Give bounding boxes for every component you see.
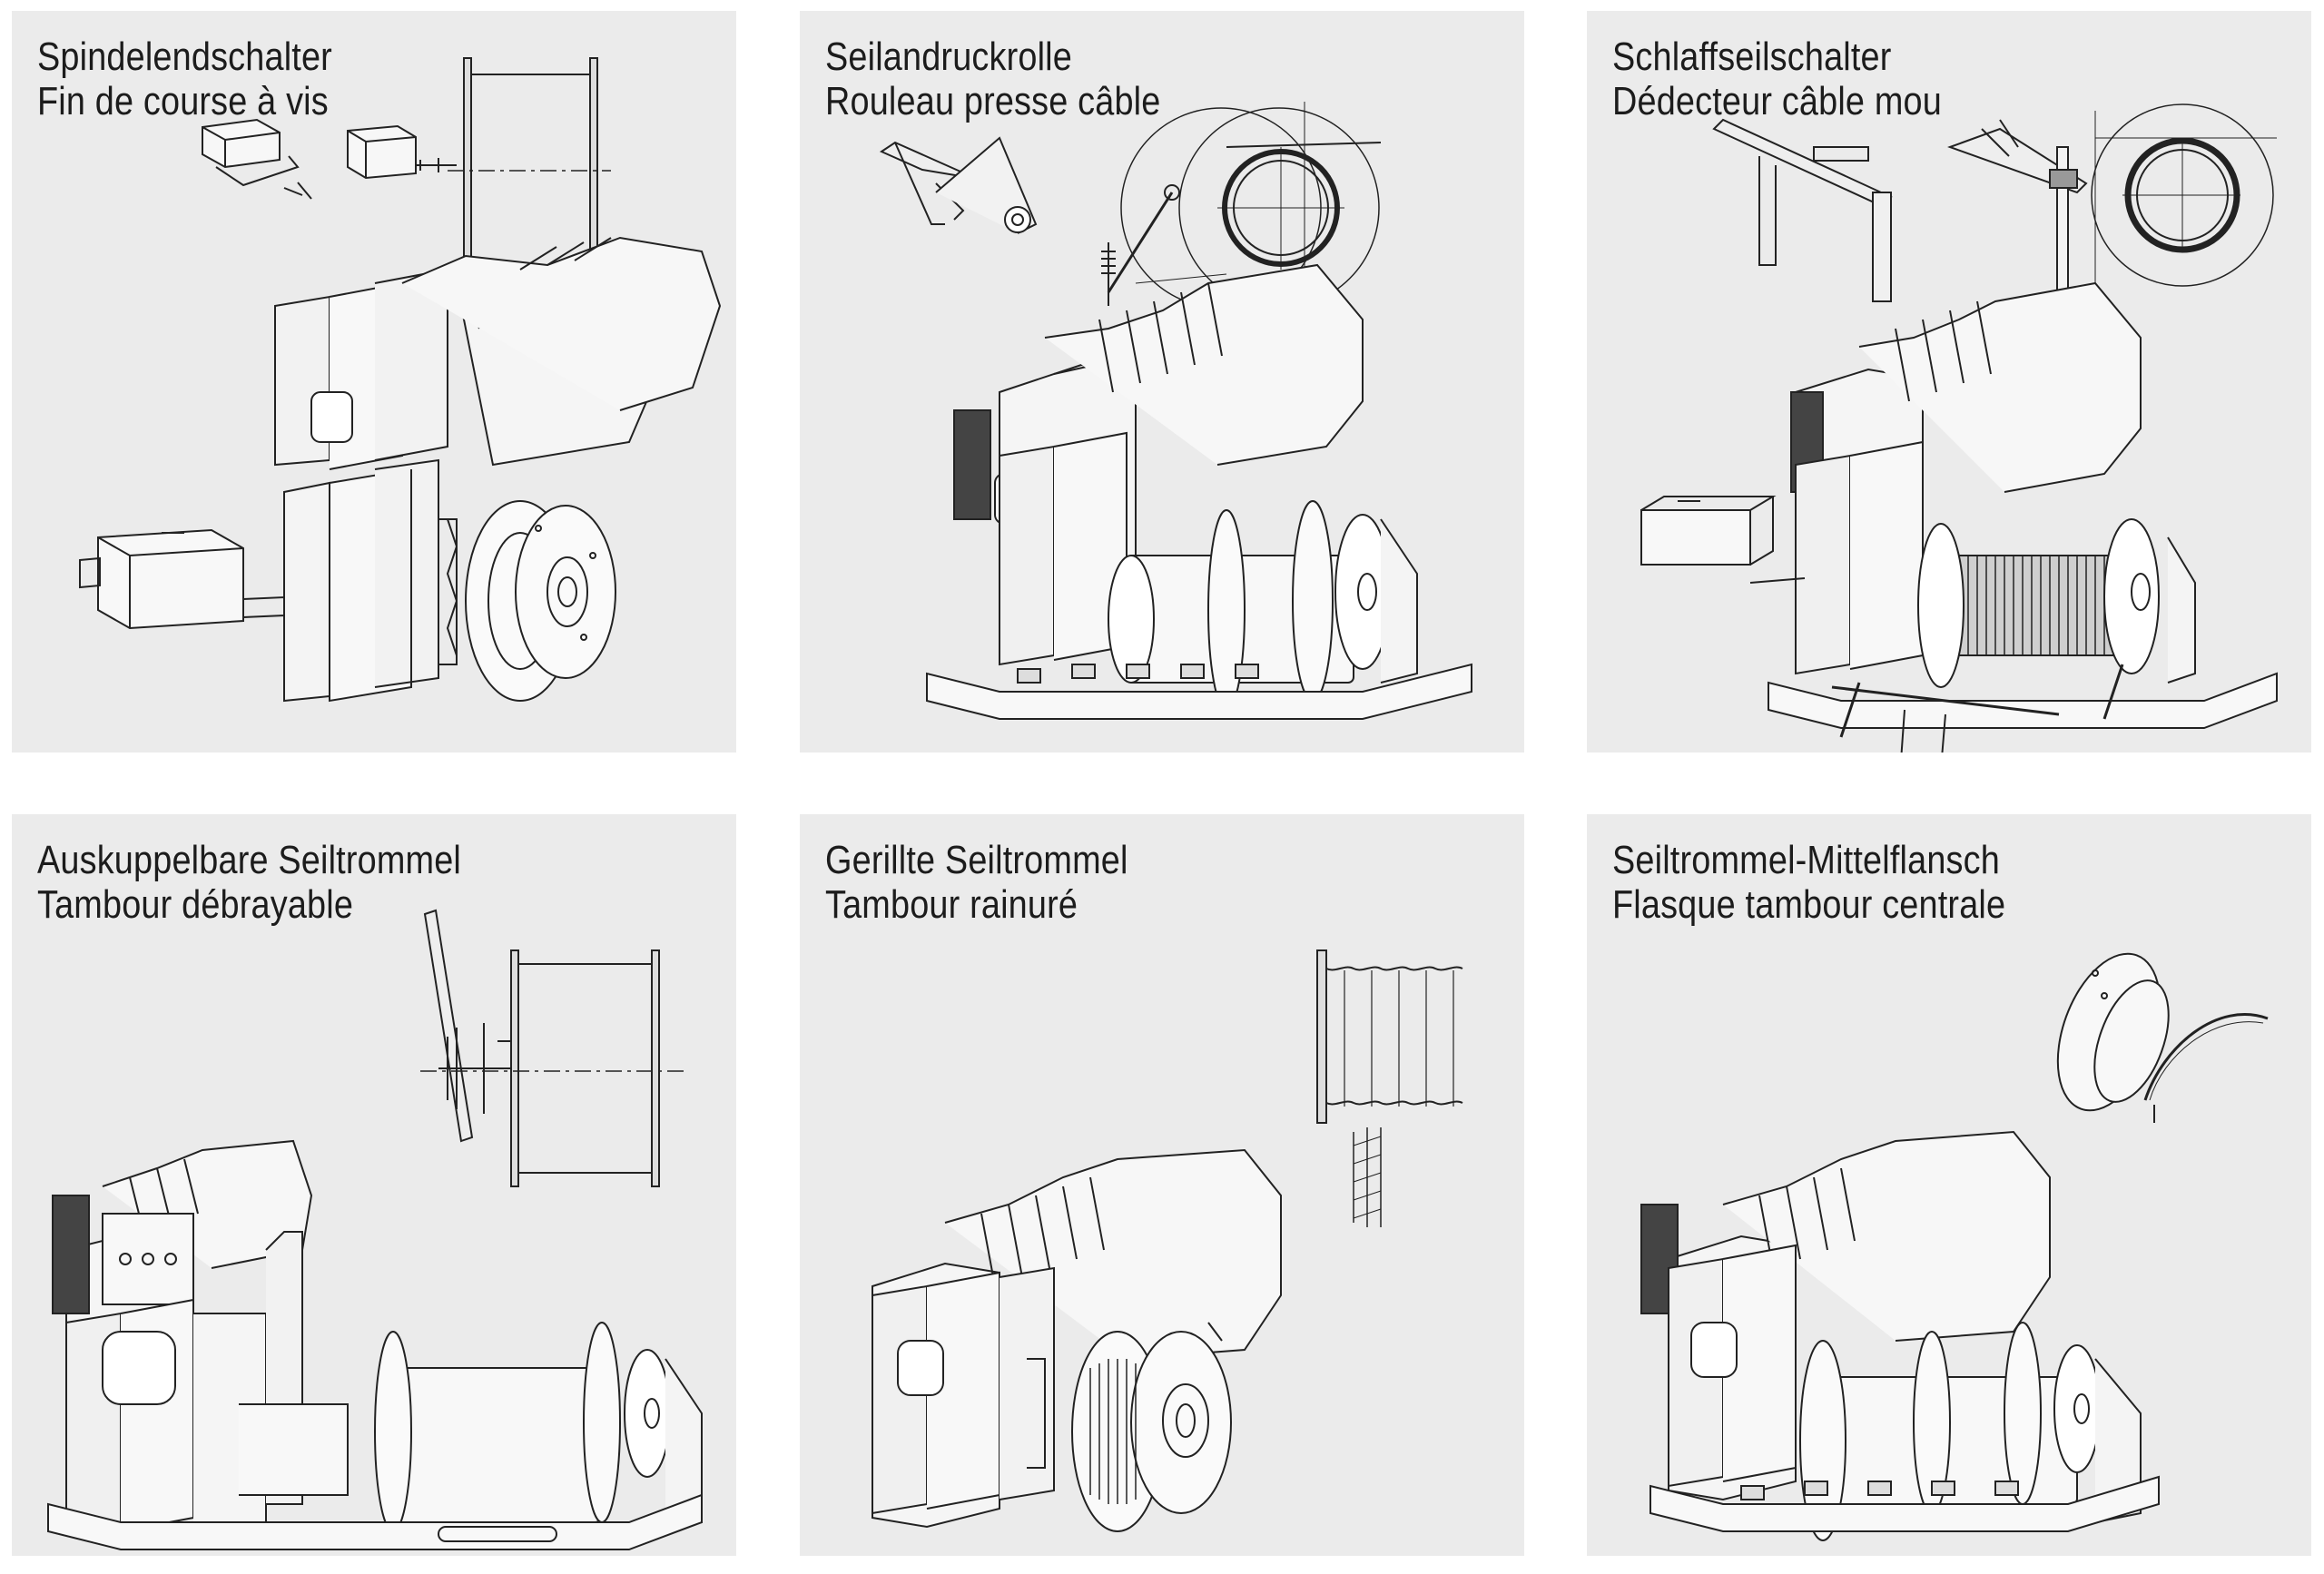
panel-title: Schlaffseilschalter Dédecteur câble mou xyxy=(1612,34,1942,123)
title-de: Seilandruckrolle xyxy=(825,34,1072,79)
title-de: Seiltrommel-Mittelflansch xyxy=(1612,838,2000,882)
grooved-drum-drawing xyxy=(800,814,1524,1556)
panel-title: Spindelendschalter Fin de course à vis xyxy=(37,34,332,123)
panel-title: Seiltrommel-Mittelflansch Flasque tambou… xyxy=(1612,838,2005,927)
title-fr: Fin de course à vis xyxy=(37,79,329,123)
winch-drawing xyxy=(80,238,720,701)
panel-disengageable-drum: Auskuppelbare Seiltrommel Tambour débray… xyxy=(12,814,736,1556)
slack-rope-detail-icon xyxy=(1714,104,2277,310)
panel-spindle-limit-switch: Spindelendschalter Fin de course à vis xyxy=(12,11,736,753)
title-fr: Flasque tambour centrale xyxy=(1612,882,2006,927)
disengage-lever-detail-icon xyxy=(420,910,684,1186)
winch-drawing xyxy=(1641,1132,2159,1540)
drum-center-flange-drawing xyxy=(1587,814,2311,1556)
panel-rope-pressure-roller: Seilandruckrolle Rouleau presse câble xyxy=(800,11,1524,753)
winch-drawing xyxy=(927,265,1472,719)
grooved-drum-detail-icon xyxy=(1317,950,1462,1227)
title-fr: Rouleau presse câble xyxy=(825,79,1161,123)
pressure-roller-detail-icon xyxy=(881,102,1381,310)
title-de: Auskuppelbare Seiltrommel xyxy=(37,838,462,882)
panel-title: Gerillte Seiltrommel Tambour rainuré xyxy=(825,838,1128,927)
title-fr: Tambour débrayable xyxy=(37,882,354,927)
winch-drawing xyxy=(1641,283,2277,753)
rope-pressure-roller-drawing xyxy=(800,11,1524,753)
title-de: Schlaffseilschalter xyxy=(1612,34,1892,79)
title-de: Spindelendschalter xyxy=(37,34,332,79)
title-fr: Tambour rainuré xyxy=(825,882,1078,927)
winch-drawing xyxy=(872,1150,1281,1531)
panel-slack-rope-switch: Schlaffseilschalter Dédecteur câble mou xyxy=(1587,11,2311,753)
panel-title: Seilandruckrolle Rouleau presse câble xyxy=(825,34,1160,123)
panel-grooved-drum: Gerillte Seiltrommel Tambour rainuré xyxy=(800,814,1524,1556)
center-flange-detail-icon xyxy=(2038,939,2268,1124)
title-fr: Dédecteur câble mou xyxy=(1612,79,1942,123)
winch-drawing xyxy=(48,1141,702,1549)
panel-title: Auskuppelbare Seiltrommel Tambour débray… xyxy=(37,838,461,927)
title-de: Gerillte Seiltrommel xyxy=(825,838,1128,882)
spindle-limit-switch-drawing xyxy=(12,11,736,753)
panel-drum-center-flange: Seiltrommel-Mittelflansch Flasque tambou… xyxy=(1587,814,2311,1556)
slack-rope-switch-drawing xyxy=(1587,11,2311,753)
disengageable-drum-drawing xyxy=(12,814,736,1556)
